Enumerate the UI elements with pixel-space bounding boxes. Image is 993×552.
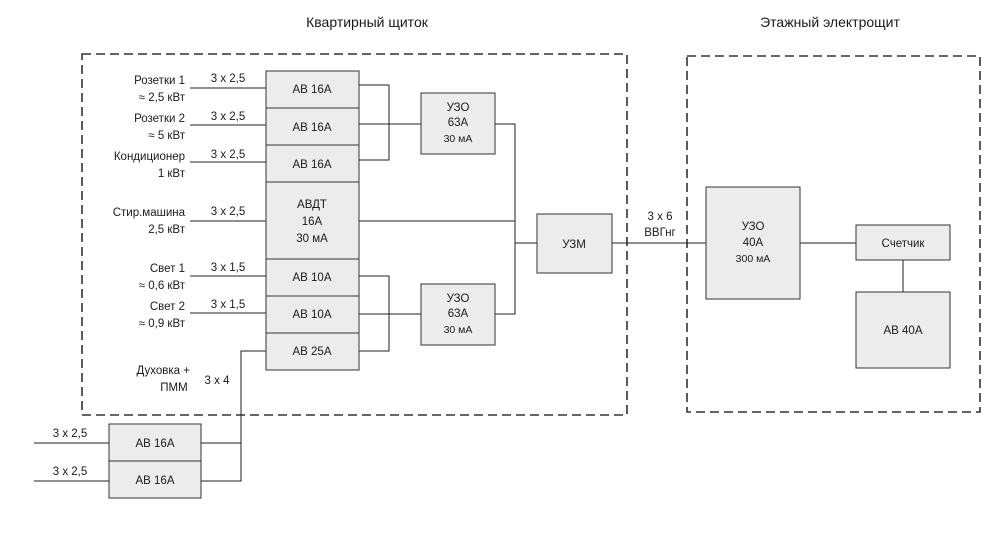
breaker-label: 30 мА [296,233,328,245]
floor-panel-title: Этажный электрощит [760,14,900,30]
breaker-external-2 [108,460,202,499]
consumer-name: Розетки 2 [134,113,185,125]
breaker-label: АВ 25А [293,346,332,358]
rcd-main-label: УЗО [742,221,765,233]
consumer-name: Духовка + [136,365,190,377]
consumer-power: 1 кВт [158,168,186,180]
consumer-power: ≈ 2,5 кВт [139,92,186,104]
main-breaker-label: АВ 40А [884,325,923,337]
consumer-power: ПММ [160,382,187,394]
apartment-panel-frame [81,53,628,416]
consumer-power: 2,5 кВт [148,224,186,236]
breaker-label: АВ 16А [293,84,332,96]
breaker-label: АВ 16А [136,438,175,450]
main-breaker-box [855,291,951,369]
rcd-main-label: 300 мА [736,253,771,265]
consumer-name: Розетки 1 [134,75,185,87]
consumer-cable: 3 х 1,5 [211,299,246,311]
rcd-top-label: УЗО [447,102,470,114]
input-cable-label: ВВГнг [644,227,675,239]
breaker-stack: АВ 16А АВ 16А АВ 16А АВДТ 16А 30 мА АВ 1… [265,70,360,371]
external-cable-label: 3 х 2,5 [53,428,88,440]
breaker-washer-avdt [265,181,360,260]
consumer-power: ≈ 0,9 кВт [139,318,186,330]
breaker-light-2 [265,295,360,334]
consumer-cable: 3 х 2,5 [211,111,246,123]
consumer-cable: 3 х 1,5 [211,262,246,274]
breaker-label: АВ 16А [293,159,332,171]
rcd-bottom-label: 30 мА [444,324,473,336]
rcd-bottom-label: УЗО [447,293,470,305]
meter-label: Счетчик [882,238,926,250]
consumer-cable: 3 х 2,5 [211,149,246,161]
breaker-label: АВ 10А [293,309,332,321]
rcd-top [420,92,496,155]
breaker-oven [265,332,360,371]
rcd-main-label: 40А [743,237,764,249]
input-cable-label: 3 х 6 [648,211,673,223]
breaker-label: АВДТ [297,199,327,211]
consumer-name: Кондиционер [114,151,185,163]
breaker-external-1 [108,423,202,462]
meter-box [855,224,951,261]
rcd-top-label: 30 мА [444,133,473,145]
uzm-label: УЗМ [562,239,586,251]
breaker-label: 16А [302,216,323,228]
breaker-conditioner [265,144,360,183]
consumer-labels: Розетки 1 ≈ 2,5 кВт 3 х 2,5 Розетки 2 ≈ … [113,73,246,394]
consumer-name: Стир.машина [113,207,186,219]
apartment-panel-title: Квартирный щиток [306,14,429,30]
consumer-power: ≈ 0,6 кВт [139,280,186,292]
wiring [34,84,904,482]
rcd-main [705,186,801,300]
consumer-cable: 3 х 2,5 [211,73,246,85]
rcd-bottom [420,283,496,346]
consumer-name: Свет 2 [150,301,185,313]
external-cable-label: 3 х 2,5 [53,466,88,478]
uzm-box [536,213,613,274]
consumer-power: ≈ 5 кВт [148,130,185,142]
rcd-bottom-label: 63А [448,308,469,320]
breaker-label: АВ 16А [136,475,175,487]
floor-panel-frame [686,55,981,413]
consumer-name: Свет 1 [150,263,185,275]
breaker-light-1 [265,258,360,297]
breaker-label: АВ 10А [293,272,332,284]
rcd-top-label: 63А [448,117,469,129]
consumer-cable: 3 х 2,5 [211,206,246,218]
consumer-cable: 3 х 4 [205,375,231,387]
breaker-label: АВ 16А [293,122,332,134]
